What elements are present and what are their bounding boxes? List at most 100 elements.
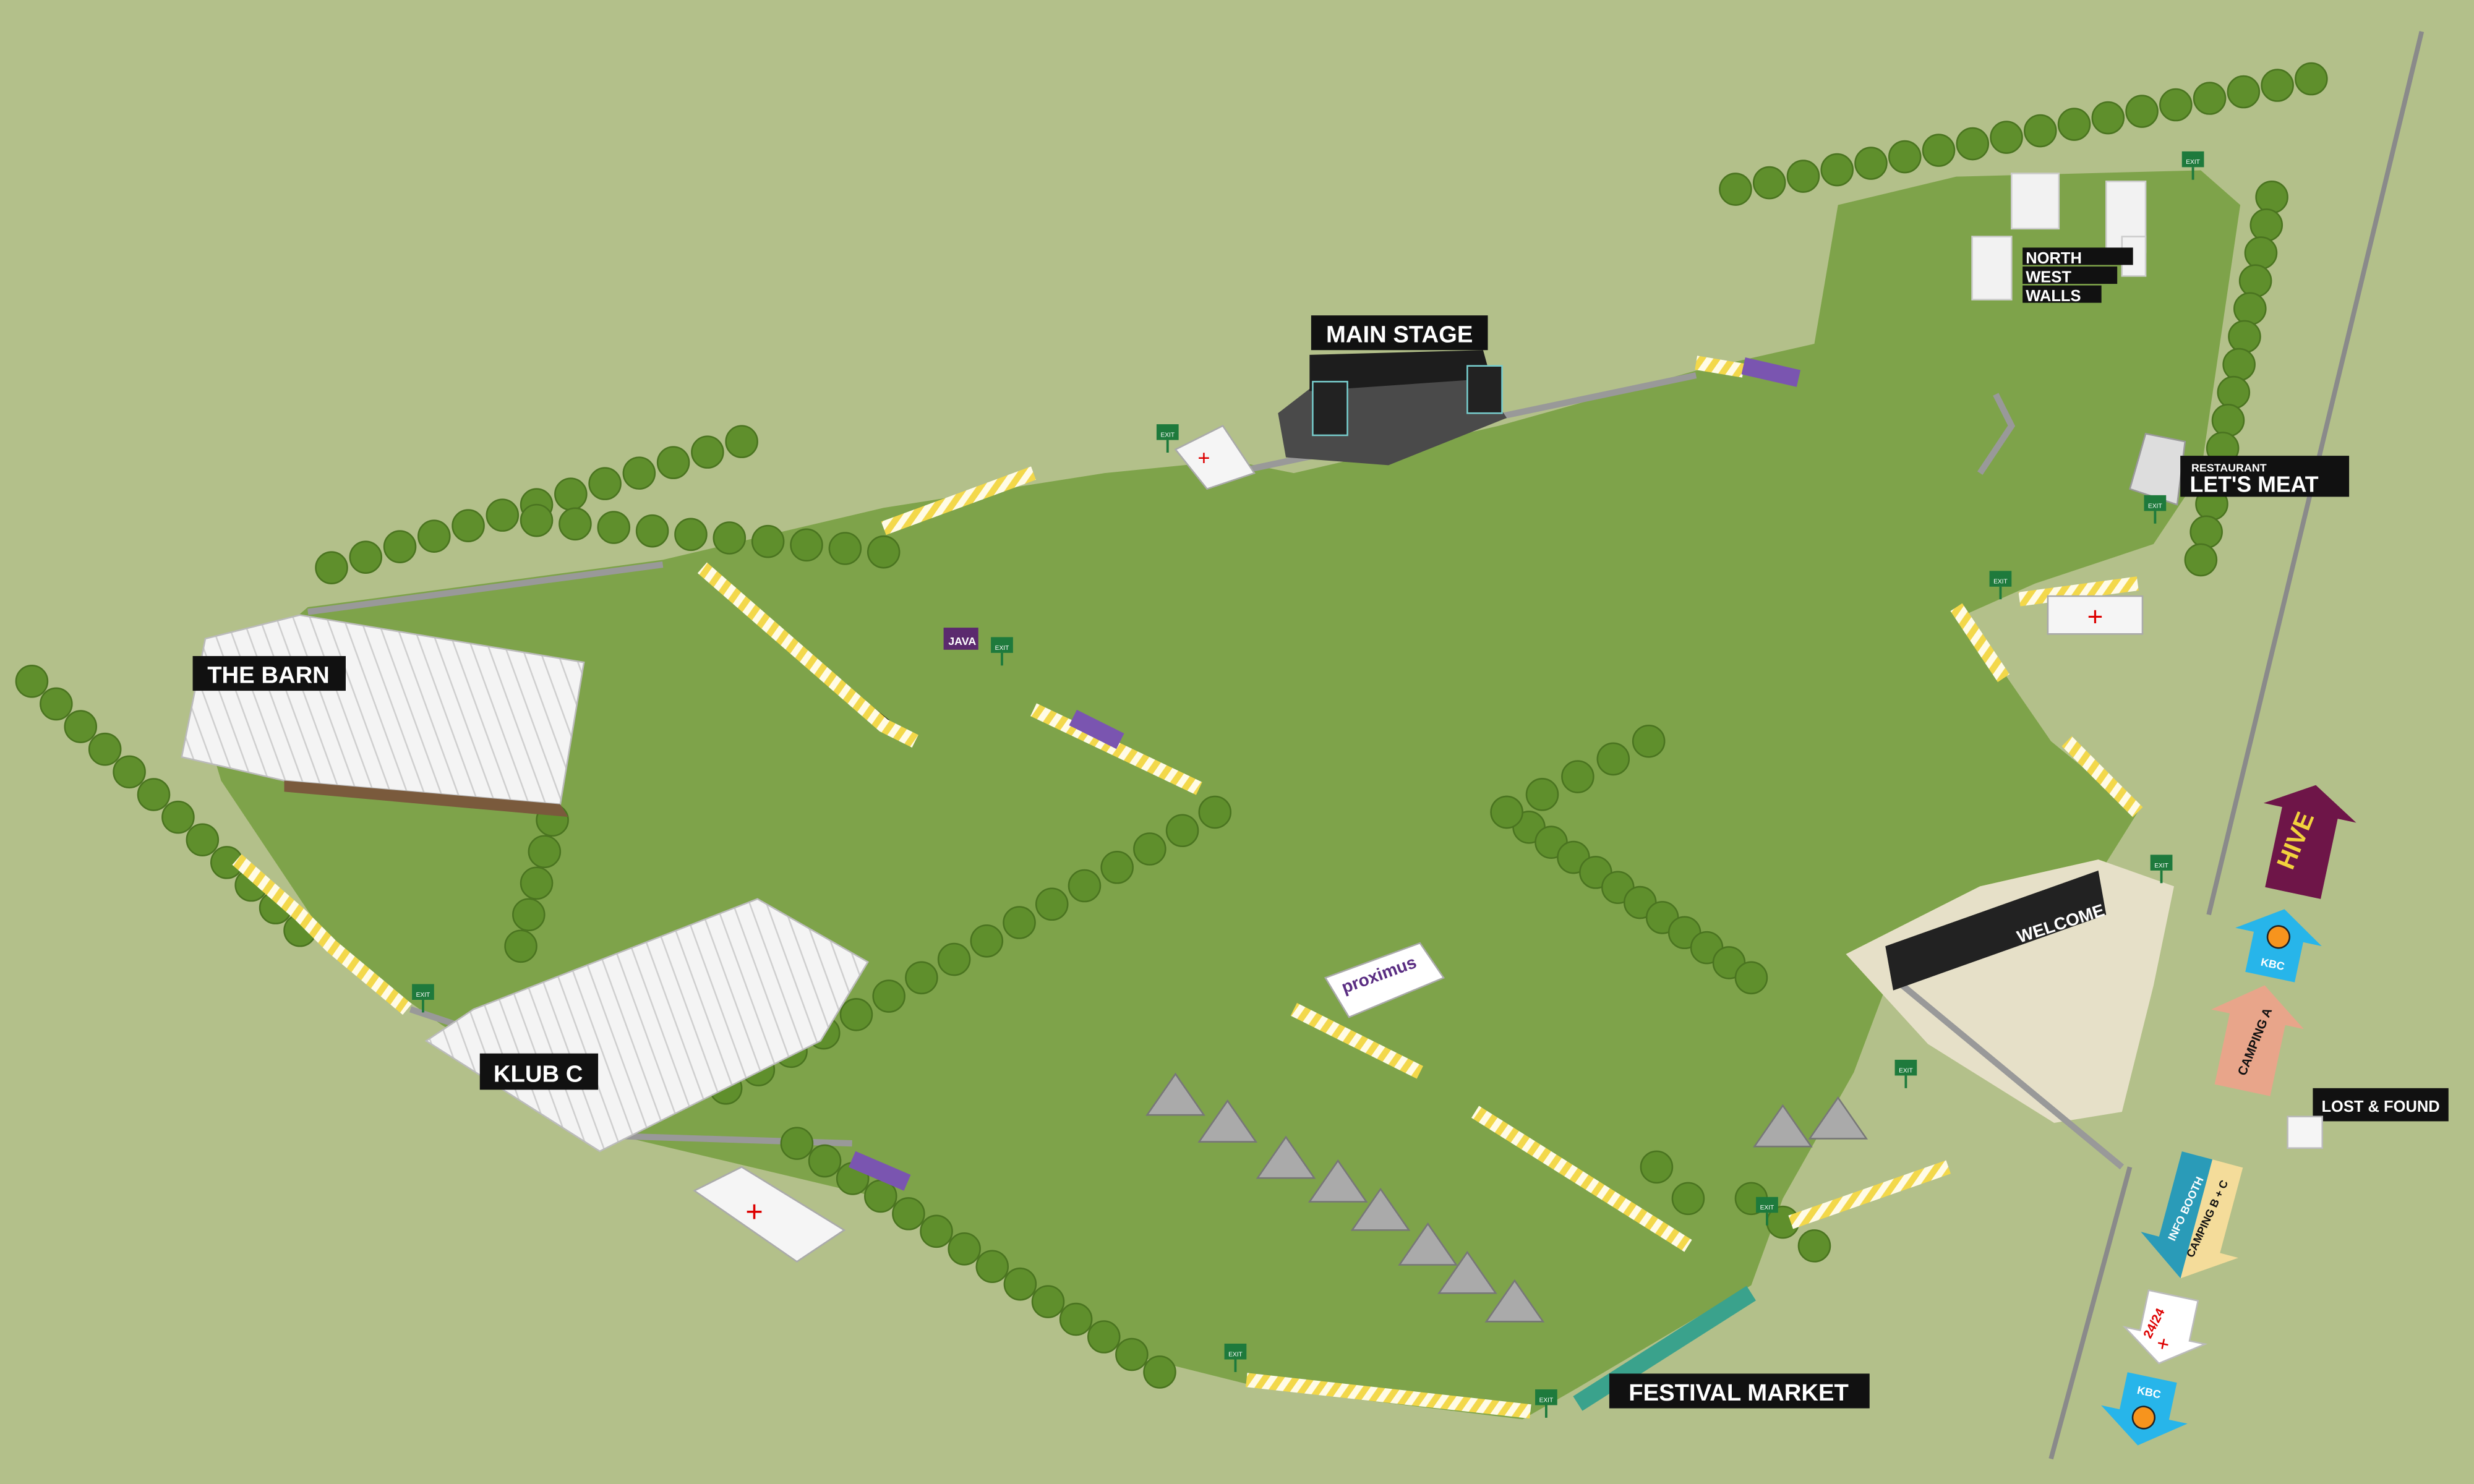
tree	[15, 665, 49, 698]
tree	[2159, 88, 2193, 122]
market-tent	[1753, 1104, 1813, 1148]
tree	[1087, 1320, 1121, 1354]
exit-sign: EXIT	[1224, 1344, 1247, 1372]
tree	[2184, 543, 2218, 577]
market-tent	[1484, 1279, 1545, 1323]
exit-signs: EXITEXITEXITEXITEXITEXITEXITEXITEXITEXIT…	[412, 151, 2204, 1418]
svg-text:MAIN STAGE: MAIN STAGE	[1326, 321, 1473, 348]
tree	[1820, 153, 1854, 187]
tree	[905, 961, 938, 995]
svg-text:+: +	[745, 1195, 763, 1230]
tree	[520, 866, 554, 900]
tree	[1797, 1229, 1831, 1263]
tree	[64, 710, 98, 743]
svg-text:EXIT: EXIT	[1760, 1205, 1774, 1211]
first-aid-post: +	[693, 1166, 846, 1263]
festival-grounds	[197, 170, 2241, 1420]
tree	[1888, 140, 1922, 174]
tree	[559, 507, 592, 541]
label-restaurant-lets-meat[interactable]: RESTAURANT LET'S MEAT	[2180, 456, 2350, 497]
tree	[2295, 62, 2328, 96]
tree	[2024, 114, 2057, 148]
tree	[1632, 724, 1666, 758]
tree	[790, 528, 823, 562]
tree	[1031, 1285, 1065, 1318]
tree	[2193, 82, 2227, 115]
tree	[452, 509, 485, 542]
label-festival-market[interactable]: FESTIVAL MARKET	[1609, 1373, 1870, 1409]
tree	[975, 1250, 1009, 1284]
tree	[2238, 264, 2272, 297]
market-tent	[1145, 1072, 1205, 1116]
exit-sign: EXIT	[2150, 855, 2173, 884]
exit-sign: EXIT	[991, 637, 1013, 666]
label-lost-found[interactable]: LOST & FOUND	[2287, 1088, 2449, 1149]
svg-text:EXIT: EXIT	[1539, 1397, 1554, 1404]
sand-area	[1846, 859, 2174, 1123]
tree	[2222, 348, 2256, 382]
tree	[1734, 961, 1768, 995]
tree	[512, 898, 546, 932]
svg-text:LET'S MEAT: LET'S MEAT	[2189, 472, 2318, 497]
label-main-stage[interactable]: MAIN STAGE	[1311, 315, 1488, 351]
tree	[1143, 1355, 1176, 1389]
tree	[1003, 906, 1036, 939]
svg-text:EXIT: EXIT	[1228, 1351, 1243, 1358]
svg-text:WEST: WEST	[2026, 269, 2071, 286]
tree	[1786, 160, 1820, 193]
tree	[186, 823, 220, 857]
svg-text:EXIT: EXIT	[1899, 1067, 1913, 1074]
label-the-barn[interactable]: THE BARN	[192, 655, 346, 691]
tree	[839, 998, 873, 1031]
tree	[1719, 173, 1752, 206]
tree	[1640, 1150, 1674, 1184]
tree	[2261, 69, 2294, 102]
tree	[970, 924, 1004, 958]
market-tent	[1808, 1096, 1868, 1140]
arrow-kbc-bike-parking-north[interactable]: KBC	[2227, 900, 2327, 986]
tree	[2249, 208, 2284, 242]
tree	[1115, 1337, 1149, 1371]
tree	[383, 530, 417, 563]
arrow-the-hive[interactable]: HIVE	[2246, 775, 2362, 903]
exit-sign: EXIT	[1989, 571, 2012, 600]
tree	[1133, 832, 1166, 866]
tree	[1035, 887, 1069, 921]
svg-text:+: +	[1197, 445, 1210, 470]
tree	[751, 524, 785, 558]
tree	[1165, 814, 1199, 848]
java-stand: JAVA	[943, 628, 978, 650]
tree	[161, 800, 195, 834]
svg-text:EXIT: EXIT	[2148, 503, 2162, 510]
tree	[920, 1214, 953, 1248]
tree	[417, 519, 451, 553]
exit-sign: EXIT	[412, 984, 434, 1013]
svg-text:NORTH: NORTH	[2026, 250, 2082, 267]
svg-text:FESTIVAL MARKET: FESTIVAL MARKET	[1629, 1380, 1849, 1406]
market-tents	[1145, 1072, 1868, 1323]
arrow-camping-a[interactable]: CAMPING A	[2196, 976, 2311, 1100]
tree	[554, 477, 588, 511]
tree	[528, 835, 562, 869]
tree	[1956, 127, 1990, 161]
tree	[137, 778, 171, 811]
arrow-first-aid-24-24[interactable]: 24/24 +	[2119, 1287, 2214, 1371]
tree	[2227, 75, 2261, 109]
label-klub-c[interactable]: KLUB C	[479, 1053, 599, 1090]
barriers	[232, 356, 2143, 1419]
tree	[1922, 134, 1956, 167]
tree	[88, 732, 122, 766]
tree	[1671, 1182, 1705, 1216]
tree	[1854, 147, 1888, 180]
label-north-west-walls[interactable]: NORTH WEST WALLS	[2022, 247, 2133, 305]
first-aid-post: +	[1174, 424, 1256, 490]
arrow-kbc-bike-parking-south[interactable]: KBC	[2094, 1368, 2195, 1454]
tree	[2057, 108, 2091, 141]
tree	[2125, 95, 2159, 128]
market-tent	[1308, 1159, 1368, 1203]
tree	[867, 535, 901, 569]
tree	[808, 1144, 842, 1178]
market-tent	[1398, 1222, 1458, 1266]
tree	[1561, 760, 1594, 793]
svg-text:EXIT: EXIT	[1993, 579, 2008, 586]
